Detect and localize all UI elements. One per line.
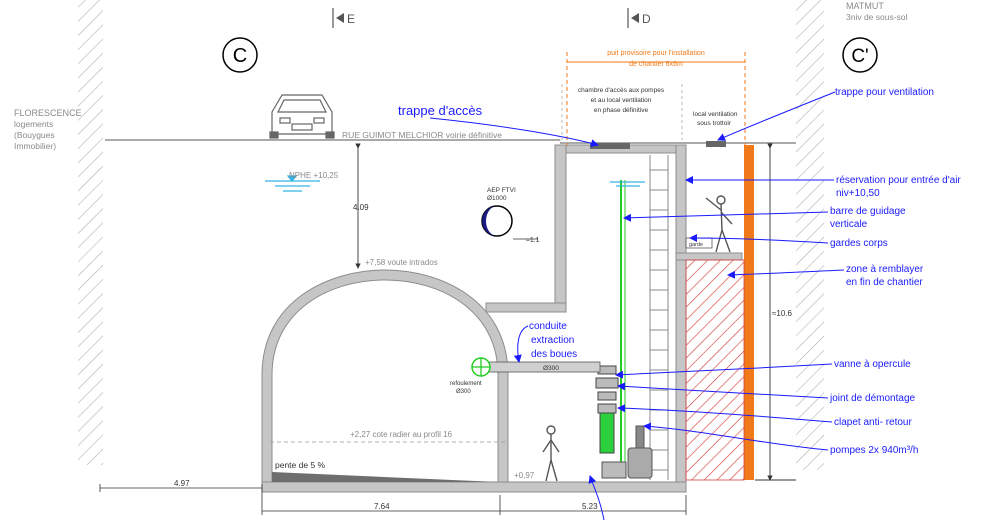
neighbor-left-desc-2: (Bouygues — [14, 130, 55, 140]
annotation-zone-text-1: zone à remblayer — [846, 264, 924, 275]
gallery-horseshoe — [261, 269, 509, 483]
annotation-gardes-corps-text: gardes corps — [830, 238, 888, 249]
nphe-water-icon — [265, 175, 320, 192]
rel-label-1: refoulement — [450, 381, 482, 387]
car-icon — [269, 94, 335, 139]
section-circle-c-prime: C' — [842, 37, 878, 73]
puit-label-1: puit provisoire pour l'installation — [607, 50, 705, 57]
ventilation-hatch — [706, 141, 726, 147]
sludge-pipe — [471, 357, 601, 377]
chambre-label-3: en phase définitive — [594, 107, 649, 114]
neighbor-right-desc: 3niv de sous-sol — [846, 12, 908, 22]
annotation-bottom-arrow — [588, 475, 605, 521]
annotation-reservation: réservation pour entrée d'air niv+10,50 — [685, 175, 961, 199]
neighbor-right-name: MATMUT — [846, 1, 884, 11]
dim-106 — [755, 143, 796, 481]
pump-icon — [601, 425, 653, 479]
annotation-clapet-text: clapet anti- retour — [834, 417, 912, 428]
annotation-reservation-text-1: réservation pour entrée d'air — [836, 175, 961, 186]
dim-764-label: 7.64 — [374, 502, 390, 511]
dim-409-label: 4.09 — [353, 203, 369, 212]
annotation-pompes: pompes 2x 940m³/h — [643, 422, 918, 456]
annotation-vanne-text: vanne à opercule — [834, 359, 911, 370]
annotation-clapet: clapet anti- retour — [617, 404, 912, 428]
annotation-trappe-acces-text: trappe d'accès — [398, 103, 483, 118]
section-mark-d: D — [627, 8, 651, 28]
garde-small-label: garde — [689, 242, 703, 248]
neighbor-left-desc-3: Immobilier) — [14, 141, 56, 151]
rel-label-2: Ø300 — [456, 389, 471, 395]
annotation-trappe-acces: trappe d'accès — [398, 103, 599, 148]
ventilation-column — [744, 145, 754, 480]
voute-label: +7,58 voute intrados — [365, 258, 438, 267]
section-mark-e-label: E — [347, 12, 355, 26]
annotation-barre-guidage: barre de guidage verticale — [623, 206, 906, 230]
annotation-zone-text-2: en fin de chantier — [846, 277, 923, 288]
section-mark-e: E — [332, 8, 355, 28]
annotation-barre-text-1: barre de guidage — [830, 206, 906, 217]
level-097-label: +0,97 — [514, 471, 535, 480]
neighbor-left-name: FLORESCENCE — [14, 108, 82, 118]
section-circle-c: C — [222, 37, 258, 73]
chambre-label-1: chambre d'accès aux pompes — [578, 87, 665, 94]
access-hatch — [590, 143, 630, 149]
annotation-trappe-ventilation: trappe pour ventilation — [717, 87, 934, 141]
dim-106-label: ≈10.6 — [772, 309, 793, 318]
annotation-conduite-text-1: conduite — [529, 321, 567, 332]
annotation-reservation-text-2: niv+10,50 — [836, 188, 880, 199]
puit-dim — [566, 52, 746, 145]
neighbor-left-desc-1: logements — [14, 119, 53, 129]
aep-label-2: Ø1000 — [487, 195, 507, 202]
slope-invert — [272, 472, 498, 482]
annotation-conduite-text-3: des boues — [531, 349, 577, 360]
left-neighbor-hatch — [78, 0, 103, 465]
valve-stack — [595, 365, 619, 454]
puit-label-2: de chantier 6x6m — [629, 61, 683, 68]
aep-pipe-icon — [481, 205, 513, 237]
nphe-label: NPHE +10,25 — [289, 171, 339, 180]
local-label-2: sous trottoir — [697, 120, 732, 127]
annotation-joint: joint de démontage — [617, 382, 916, 404]
dim-497-label: 4.97 — [174, 479, 190, 488]
annotation-trappe-ventilation-text: trappe pour ventilation — [835, 87, 934, 98]
pipe-dn-label: Ø300 — [543, 365, 559, 372]
street-label: RUE GUIMOT MELCHIOR voirie définitive — [342, 130, 502, 140]
annotation-conduite: conduite extraction des boues — [513, 321, 577, 363]
chambre-label-2: et au local ventilation — [591, 97, 652, 104]
section-circle-c-prime-label: C' — [851, 46, 868, 67]
section-circle-c-label: C — [233, 45, 247, 67]
annotation-gardes-corps: gardes corps — [689, 234, 888, 249]
annotation-pompes-text: pompes 2x 940m³/h — [830, 445, 918, 456]
dim-523-label: 5.23 — [582, 502, 598, 511]
bottom-dims — [99, 484, 687, 515]
right-neighbor-hatch — [796, 0, 824, 470]
access-ladder — [649, 155, 669, 480]
pente-label: pente de 5 % — [275, 460, 326, 470]
worker-upper-icon — [705, 195, 733, 253]
annotation-vanne: vanne à opercule — [615, 359, 911, 379]
aep-dim-label: ≈1.1 — [526, 237, 540, 244]
annotation-zone-remblayer: zone à remblayer en fin de chantier — [727, 264, 924, 288]
shaft-water-icon — [610, 181, 645, 187]
worker-lower-icon — [542, 425, 560, 482]
annotation-joint-text: joint de démontage — [829, 393, 916, 404]
annotation-barre-text-2: verticale — [830, 219, 868, 230]
annotation-conduite-text-2: extraction — [531, 335, 574, 346]
cote-radier-label: +2,27 cote radier au profil 16 — [350, 430, 453, 439]
local-label-1: local ventilation — [693, 111, 738, 118]
section-mark-d-label: D — [642, 12, 651, 26]
aep-label-1: AEP FTVI — [487, 187, 516, 194]
